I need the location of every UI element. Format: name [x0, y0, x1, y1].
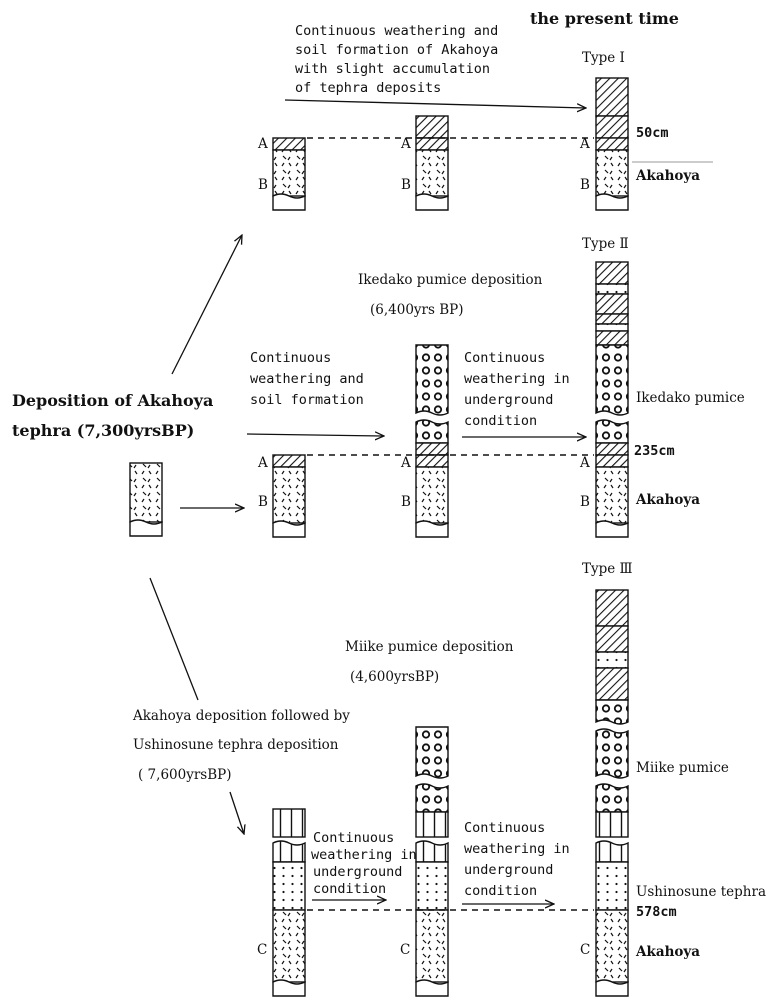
row1-column-1	[272, 137, 306, 211]
row3-depth-label: 578cm	[636, 904, 677, 920]
row2-column-1	[272, 454, 306, 538]
row2-note-left-line-2: weathering and	[250, 371, 364, 387]
row3-akahoya-label: Akahoya	[635, 944, 700, 960]
row3-column-1	[272, 808, 306, 997]
row1-col1-label-b: B	[258, 177, 268, 193]
row3-column-2	[415, 726, 449, 997]
row3-note-right: Continuous weathering in underground con…	[464, 820, 570, 899]
row2-akahoya-label: Akahoya	[635, 492, 700, 508]
row1-top-arrow	[284, 99, 586, 108]
row3-pumice-label: Miike pumice	[636, 760, 729, 776]
row2-col2-label-b: B	[401, 494, 411, 510]
row3-col3-label-c: C	[580, 942, 590, 958]
row3-note-left-line-3: underground	[313, 864, 402, 880]
row2-arrow-left	[246, 434, 384, 436]
type-3-label: Type Ⅲ	[582, 561, 633, 577]
type-1-label: Type Ⅰ	[582, 50, 625, 66]
row1-col1-label-a: A	[257, 136, 268, 152]
row2-event: Ikedako pumice deposition	[358, 272, 543, 288]
present-time-heading: the present time	[530, 9, 679, 28]
row1-akahoya-label: Akahoya	[635, 168, 700, 184]
row1-note-line-3: with slight accumulation	[295, 61, 490, 77]
row2-event-date: (6,400yrs BP)	[370, 302, 464, 318]
row2-note-right-line-1: Continuous	[464, 350, 545, 366]
row2-note-left-line-1: Continuous	[250, 350, 331, 366]
row3-note-left-line-4: condition	[313, 881, 386, 897]
row3-origin-arrow	[229, 791, 244, 834]
row2-column-2	[415, 344, 449, 538]
row1-col3-label-b: B	[580, 177, 590, 193]
type-2-label: Type Ⅱ	[582, 236, 629, 252]
row3-note-right-line-2: weathering in	[464, 841, 570, 857]
row3-event-date: (4,600yrsBP)	[350, 669, 439, 685]
row2-col3-label-a: A	[579, 455, 590, 471]
row3-note-origin-line-1: Akahoya deposition followed by	[132, 708, 350, 724]
row2-note-right: Continuous weathering in underground con…	[464, 350, 570, 429]
row1-note-line-1: Continuous weathering and	[295, 23, 498, 39]
row3-event: Miike pumice deposition	[345, 639, 514, 655]
origin-title-line-2: tephra (7,300yrsBP)	[12, 421, 194, 440]
row3-column-3	[595, 589, 629, 997]
row1-column-2	[415, 115, 449, 211]
origin-column	[129, 462, 163, 537]
row2-note-right-line-3: underground	[464, 392, 553, 408]
row3-note-right-line-3: underground	[464, 862, 553, 878]
row3-note-origin-line-2: Ushinosune tephra deposition	[133, 737, 339, 753]
row1-depth-label: 50cm	[636, 125, 669, 141]
row3-col2-label-c: C	[400, 942, 410, 958]
row3-note-left-line-2: weathering in	[311, 847, 417, 863]
row3-col1-label-c: C	[257, 942, 267, 958]
row1-note-line-2: soil formation of Akahoya	[295, 42, 498, 58]
row1-col3-label-a: A	[579, 136, 590, 152]
row3-tephra-label: Ushinosune tephra	[636, 884, 766, 900]
row3-note-right-line-1: Continuous	[464, 820, 545, 836]
row1-note-line-4: of tephra deposits	[295, 80, 441, 96]
row1-note: Continuous weathering and soil formation…	[295, 23, 498, 96]
row2-note-right-line-2: weathering in	[464, 371, 570, 387]
row2-note-left-line-3: soil formation	[250, 392, 364, 408]
origin-arrow-down	[149, 577, 199, 701]
row3-note-origin: Akahoya deposition followed by Ushinosun…	[132, 708, 350, 783]
row2-col2-label-a: A	[400, 455, 411, 471]
row2-pumice-label: Ikedako pumice	[636, 390, 745, 406]
row2-col1-label-b: B	[258, 494, 268, 510]
row3-note-left-line-1: Continuous	[313, 830, 394, 846]
row3-note-right-line-4: condition	[464, 883, 537, 899]
row3-note-origin-line-3: ( 7,600yrsBP)	[138, 767, 232, 783]
row2-col1-label-a: A	[257, 455, 268, 471]
row1-col2-label-a: A	[400, 136, 411, 152]
row2-note-right-line-4: condition	[464, 413, 537, 429]
row2-note-left: Continuous weathering and soil formation	[250, 350, 364, 408]
row2-column-3	[595, 261, 629, 538]
origin-arrow-up	[171, 235, 242, 375]
row1-column-3	[595, 77, 629, 211]
origin-title-line-1: Deposition of Akahoya	[12, 391, 213, 410]
row2-depth-label: 235cm	[634, 443, 675, 459]
row3-note-left: Continuous weathering in underground con…	[311, 830, 417, 897]
row1-col2-label-b: B	[401, 177, 411, 193]
row2-col3-label-b: B	[580, 494, 590, 510]
